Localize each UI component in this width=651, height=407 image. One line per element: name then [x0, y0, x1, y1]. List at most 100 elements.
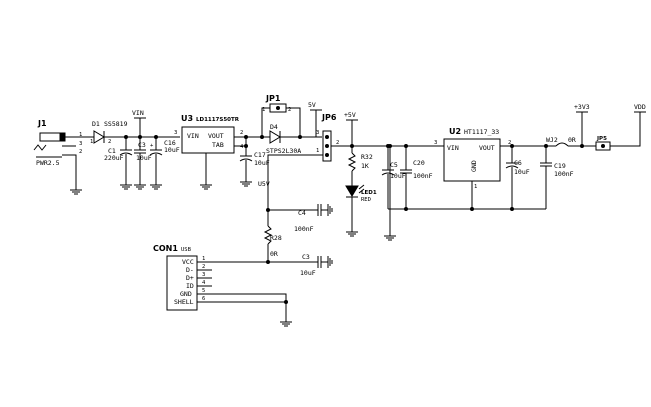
u3-pin-num-2: 2 — [240, 130, 243, 136]
c3-capacitor: C3 10uF — [134, 137, 152, 190]
con1-pin-1: 1 — [202, 256, 205, 262]
u3-ref: U3 — [181, 114, 193, 123]
con1-sig-id: ID — [186, 282, 194, 290]
d1-ref: D1 — [92, 120, 100, 128]
u3-pin-vin: VIN — [187, 132, 199, 140]
d1-value: SS5819 — [104, 120, 128, 128]
d1-triangle — [93, 130, 105, 144]
ground-symbol — [70, 189, 82, 195]
u3-body — [181, 126, 235, 154]
d4-ref: D4 — [270, 123, 278, 131]
jp6-ref: JP6 — [321, 113, 337, 122]
r32-resistor: R32 1K — [347, 146, 373, 186]
junction-dot — [298, 135, 302, 139]
junction-dot — [244, 135, 248, 139]
u3-pin-vout: VOUT — [208, 132, 224, 140]
r28-ref: R28 — [270, 234, 282, 242]
plus3v3-label: +3V3 — [574, 103, 590, 111]
net-u5v-label: U5V — [258, 180, 270, 188]
c3-usb-capacitor: C3 10uF — [268, 253, 333, 277]
j1-contact — [33, 144, 47, 151]
j1-pin-3: 3 — [79, 141, 82, 147]
con1-pin-2: 2 — [202, 264, 205, 270]
junction-dot — [404, 207, 408, 211]
jp1-jumper: JP1 1 2 — [261, 94, 301, 137]
c16-plus: + — [150, 143, 154, 149]
j1-power-jack: J1 PWR2.5 1 3 2 — [33, 119, 94, 190]
wj2-value: 0R — [568, 136, 576, 144]
c1-value: 220uF — [104, 154, 124, 162]
r28-resistor: R28 0R — [263, 200, 282, 262]
u2-pin-num-2: 2 — [508, 140, 511, 146]
plus5v-label: +5V — [344, 111, 356, 119]
u3-pin-tab: TAB — [212, 141, 224, 149]
c5-ref: C5 — [390, 161, 398, 169]
c20-value: 100nF — [413, 172, 433, 180]
j1-pin-tip — [59, 132, 66, 142]
con1-body — [166, 255, 198, 311]
d4-value: STPS2L30A — [266, 147, 301, 155]
led1-value: RED — [361, 197, 371, 203]
con1-usb-connector: CON1 USB VCC D- D+ ID GND SHELL 1 2 3 4 … — [153, 244, 292, 327]
j1-pin-1: 1 — [79, 132, 82, 138]
con1-ref: CON1 — [153, 244, 178, 253]
jp6-p3: 3 — [316, 130, 319, 136]
c16-value: 10uF — [164, 146, 180, 154]
r28-value: 0R — [270, 250, 278, 258]
c3-usb-value: 10uF — [300, 269, 316, 277]
con1-sig-vcc: VCC — [182, 258, 194, 266]
con1-pin-6: 6 — [202, 296, 205, 302]
c17-value: 10uF — [254, 159, 270, 167]
c20-ref: C20 — [413, 159, 425, 167]
led1-ref: LED1 — [361, 190, 377, 196]
c16-ref: C16 — [164, 139, 176, 147]
c17-capacitor: C17 10uF — [239, 146, 270, 187]
c19-ref: C19 — [554, 162, 566, 170]
u2-pin-gnd: GND — [470, 160, 478, 172]
con1-pin-5: 5 — [202, 288, 205, 294]
net-5v-label: 5V — [308, 101, 316, 109]
c3-value: 10uF — [136, 154, 152, 162]
c17-ref: C17 — [254, 151, 266, 159]
c1-ref: C1 — [108, 147, 116, 155]
wj2-ref: WJ2 — [546, 136, 558, 144]
c6-value: 10uF — [514, 168, 530, 176]
j1-value: PWR2.5 — [36, 159, 60, 167]
led1-diode: LED1 RED — [345, 184, 377, 237]
u5v-wire — [267, 154, 323, 200]
jp6-p2: 2 — [336, 140, 339, 146]
u3-pin-num-3: 3 — [174, 130, 177, 136]
c3-ref: C3 — [138, 141, 146, 149]
jp6-p1: 1 — [316, 148, 319, 154]
wj2-link: WJ2 0R — [546, 136, 594, 147]
c6-ref: C6 — [514, 159, 522, 167]
u2-body — [443, 138, 501, 182]
c3-usb-ref: C3 — [302, 253, 310, 261]
j1-ref: J1 — [37, 119, 47, 128]
c16-capacitor: + C16 10uF — [149, 137, 180, 190]
c5-capacitor: C5 10uF — [381, 146, 406, 209]
d1-diode: D1 SS5819 1 2 — [90, 120, 128, 145]
u2-pin-num-1: 1 — [474, 184, 477, 190]
con1-sig-dp: D+ — [186, 274, 194, 282]
u2-part: HT1117_33 — [464, 128, 499, 136]
r32-ref: R32 — [361, 153, 373, 161]
c19-capacitor: C19 100nF — [540, 146, 574, 209]
junction-dot — [260, 135, 264, 139]
c19-value: 100nF — [554, 170, 574, 178]
con1-type: USB — [181, 247, 192, 253]
u3-part: LD1117S50TR — [196, 117, 240, 123]
j1-pin-2: 2 — [79, 149, 82, 155]
d4-diode: D4 STPS2L30A — [266, 123, 301, 155]
c4-capacitor: C4 100nF — [268, 204, 333, 233]
d1-pin-1: 1 — [90, 139, 93, 145]
junction-dot — [284, 300, 288, 304]
con1-pin-4: 4 — [202, 280, 206, 286]
con1-pin-3: 3 — [202, 272, 205, 278]
c5-value: 10uF — [390, 172, 406, 180]
c6-capacitor: C6 10uF — [505, 146, 530, 209]
jp5-jumper: JP5 — [594, 112, 641, 151]
j1-pin2-wire — [62, 154, 77, 190]
u3-pin-num-4: 4 — [240, 144, 244, 150]
